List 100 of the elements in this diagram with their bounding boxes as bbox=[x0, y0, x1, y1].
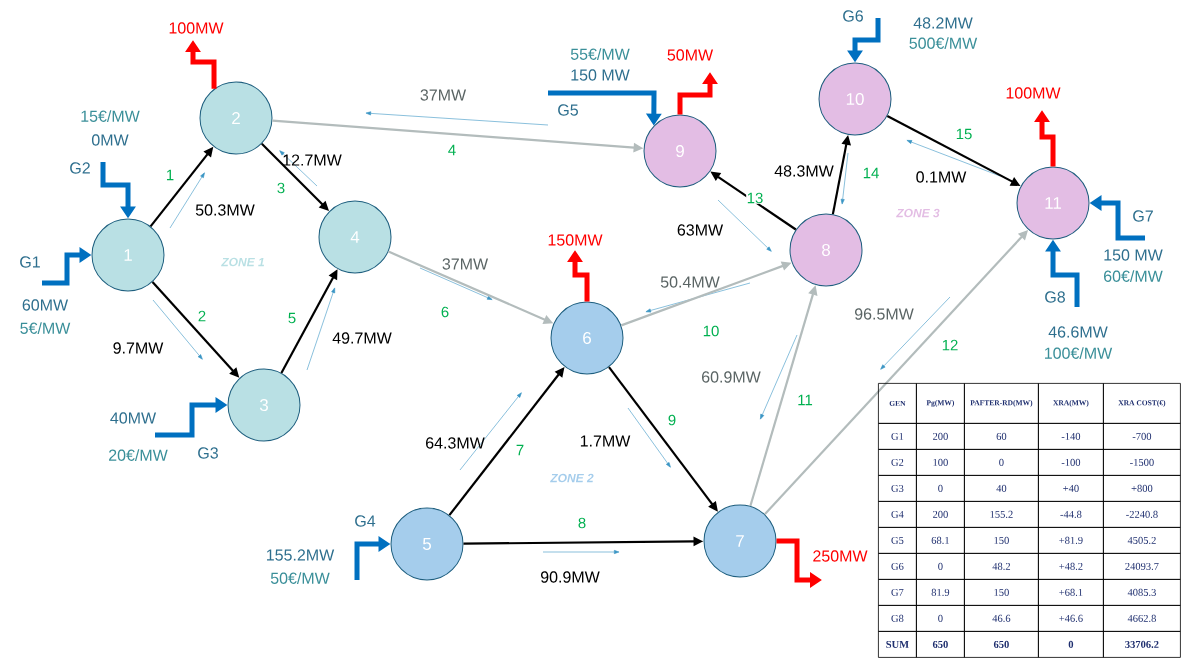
table-cell: G8 bbox=[878, 605, 917, 632]
table-cell: 650 bbox=[916, 631, 965, 658]
table-cell: -700 bbox=[1103, 423, 1181, 450]
table-cell: -44.8 bbox=[1038, 501, 1104, 528]
flow-value: 37MW bbox=[442, 258, 489, 270]
flow-value: 0.1MW bbox=[916, 171, 967, 183]
table-cell: -2240.8 bbox=[1103, 501, 1181, 528]
table-cell: 155.2 bbox=[964, 501, 1039, 528]
edge-label: G3 bbox=[196, 446, 220, 460]
flow-value: 90.9MW bbox=[541, 571, 600, 583]
table-cell: +46.6 bbox=[1038, 605, 1104, 632]
edge-label: 7 bbox=[515, 444, 525, 456]
generator-value: 0MW bbox=[91, 134, 129, 146]
edge-label: 5 bbox=[287, 312, 297, 324]
table-cell: 0 bbox=[916, 475, 965, 502]
flow-value: 1.7MW bbox=[580, 435, 631, 447]
generator-value: 500€/MW bbox=[909, 37, 978, 49]
flow-value: 50.4MW bbox=[660, 276, 720, 288]
flow-value: 64.3MW bbox=[426, 437, 485, 449]
table-cell: 48.2 bbox=[964, 553, 1039, 580]
table-cell: 33706.2 bbox=[1103, 631, 1181, 658]
table-cell: G3 bbox=[878, 475, 917, 502]
flow-value: 60.9MW bbox=[702, 371, 761, 383]
table-cell: 60 bbox=[964, 423, 1039, 450]
generator-value: 60€/MW bbox=[1104, 270, 1163, 282]
table-cell: 0 bbox=[964, 449, 1039, 476]
edge-label: 8 bbox=[577, 517, 587, 529]
table-cell: 200 bbox=[916, 501, 965, 528]
edge-label: 10 bbox=[702, 325, 720, 337]
table-cell: G1 bbox=[878, 423, 917, 450]
flow-value: 50.3MW bbox=[195, 204, 255, 216]
flow-value: 63MW bbox=[677, 224, 724, 236]
table-cell: 4662.8 bbox=[1103, 605, 1181, 632]
table-cell: G6 bbox=[878, 553, 917, 580]
edge-label: G2 bbox=[68, 161, 92, 175]
edge-label: 250MW bbox=[811, 549, 869, 563]
edge-label: 12 bbox=[941, 339, 959, 351]
table-cell: -140 bbox=[1038, 423, 1104, 450]
edge-label: 15 bbox=[955, 128, 973, 140]
generator-value: 50€/MW bbox=[270, 572, 330, 584]
edge-label: 14 bbox=[862, 167, 880, 179]
table-cell: 68.1 bbox=[916, 527, 965, 554]
generator-value: 150 MW bbox=[571, 69, 630, 81]
table-cell: 0 bbox=[916, 553, 965, 580]
edge-label: 11 bbox=[796, 394, 814, 406]
table-cell: 100 bbox=[916, 449, 965, 476]
table-cell: +48.2 bbox=[1038, 553, 1104, 580]
table-cell: +81.9 bbox=[1038, 527, 1104, 554]
edge-label: 13 bbox=[746, 192, 764, 204]
table-cell: 4085.3 bbox=[1103, 579, 1181, 606]
generator-value: 15€/MW bbox=[81, 110, 140, 122]
edge-label: 150MW bbox=[546, 233, 604, 247]
zone-label: ZONE 2 bbox=[550, 473, 594, 483]
table-cell: G4 bbox=[878, 501, 917, 528]
table-cell: 0 bbox=[1038, 631, 1104, 658]
table-cell: G2 bbox=[878, 449, 917, 476]
edge-label: 1 bbox=[165, 169, 175, 181]
table-cell: 40 bbox=[964, 475, 1039, 502]
flow-value: 37MW bbox=[420, 89, 467, 101]
flow-value: 49.7MW bbox=[332, 332, 392, 344]
edge-label: 50MW bbox=[666, 48, 714, 62]
edge-label: 3 bbox=[276, 182, 286, 194]
edge-label: G4 bbox=[353, 514, 377, 528]
table-cell: -1500 bbox=[1103, 449, 1181, 476]
edge-label: 4 bbox=[447, 144, 457, 156]
edge-label: G1 bbox=[18, 255, 42, 269]
table-cell: 150 bbox=[964, 527, 1039, 554]
table-cell: +40 bbox=[1038, 475, 1104, 502]
table-cell: -100 bbox=[1038, 449, 1104, 476]
edge-label: 100MW bbox=[167, 21, 225, 35]
table-cell: 0 bbox=[916, 605, 965, 632]
table-cell: 150 bbox=[964, 579, 1039, 606]
table-cell: +68.1 bbox=[1038, 579, 1104, 606]
edge-label: 9 bbox=[667, 414, 677, 426]
table-cell: 46.6 bbox=[964, 605, 1039, 632]
table-cell: 81.9 bbox=[916, 579, 965, 606]
edge-label: G6 bbox=[841, 9, 865, 23]
generator-value: 100€/MW bbox=[1045, 347, 1113, 359]
edge-label: 100MW bbox=[1004, 86, 1062, 100]
arrow bbox=[448, 367, 565, 516]
table-cell: G5 bbox=[878, 527, 917, 554]
table-cell: +800 bbox=[1103, 475, 1181, 502]
flow-value: 9.7MW bbox=[113, 342, 164, 354]
generator-value: 40MW bbox=[110, 412, 157, 424]
edge-label: G5 bbox=[556, 103, 580, 117]
edge-label: 6 bbox=[440, 306, 450, 318]
zone-label: ZONE 3 bbox=[896, 208, 940, 218]
table-cell: G7 bbox=[878, 579, 917, 606]
generator-value: 46.6MW bbox=[1048, 326, 1108, 338]
generator-value: 5€/MW bbox=[20, 322, 71, 334]
table-cell: 650 bbox=[964, 631, 1039, 658]
table-cell: SUM bbox=[878, 631, 917, 658]
edge-label: G8 bbox=[1043, 290, 1067, 304]
flow-value: 48.3MW bbox=[774, 165, 834, 177]
table-cell: 200 bbox=[916, 423, 965, 450]
zone-label: ZONE 1 bbox=[221, 257, 264, 267]
table-cell: 24093.7 bbox=[1103, 553, 1181, 580]
table-cell: 4505.2 bbox=[1103, 527, 1181, 554]
edge-label: G7 bbox=[1131, 209, 1155, 223]
edge-label: 2 bbox=[197, 310, 207, 322]
